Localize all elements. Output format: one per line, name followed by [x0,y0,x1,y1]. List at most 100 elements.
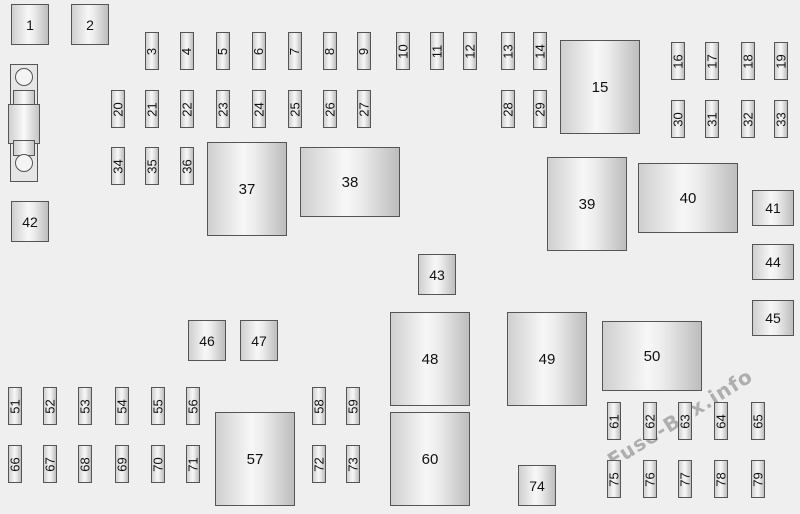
part-label: 2 [86,16,94,33]
fuse-21: 21 [145,90,160,128]
fuse-25: 25 [287,90,303,128]
part-label: 59 [345,398,361,414]
part-label: 28 [500,101,516,117]
part-label: 12 [462,43,478,59]
fuse-28: 28 [500,90,516,128]
block-1: 1 [11,4,49,45]
fuse-3: 3 [144,32,159,70]
fuse-54: 54 [114,387,130,425]
part-label: 62 [642,413,658,429]
part-label: 52 [42,398,58,414]
part-label: 10 [395,43,411,59]
part-label: 79 [750,471,766,487]
part-label: 61 [606,413,622,429]
fuse-76: 76 [642,460,658,498]
part-label: 13 [500,43,516,59]
fuse-62: 62 [642,402,658,440]
fuse-33: 33 [773,100,789,138]
fuse-6: 6 [251,32,266,70]
fuse-55: 55 [150,387,166,425]
fuse-78: 78 [714,460,729,498]
part-label: 17 [704,53,720,69]
fuse-77: 77 [677,460,693,498]
fuse-16: 16 [671,42,686,80]
fuse-72: 72 [312,445,327,483]
part-label: 48 [421,350,439,368]
part-label: 9 [356,47,372,55]
relay-15: 15 [560,40,640,134]
part-label: 20 [110,101,126,117]
part-label: 63 [677,413,693,429]
relay-50: 50 [602,321,702,391]
relay-40: 40 [638,163,738,233]
fuse-22: 22 [180,90,195,128]
part-label: 70 [150,456,166,472]
fuse-63: 63 [677,402,693,440]
fuse-7: 7 [287,32,302,70]
mega-fuse-body [8,104,40,144]
part-label: 1 [26,16,34,33]
fuse-19: 19 [773,42,789,80]
fuse-69: 69 [115,445,130,483]
part-label: 68 [77,456,93,472]
part-label: 40 [679,189,697,207]
fuse-20: 20 [110,90,126,128]
fuse-31: 31 [705,100,720,138]
part-label: 33 [773,111,789,127]
part-label: 26 [322,101,338,117]
fuse-17: 17 [704,42,720,80]
fuse-32: 32 [740,100,756,138]
part-label: 23 [215,101,231,117]
part-label: 32 [740,111,756,127]
block-2: 2 [71,4,109,45]
fuse-51: 51 [8,387,23,425]
block-44: 44 [752,244,794,280]
fuse-12: 12 [462,32,478,70]
part-label: 67 [42,456,58,472]
fuse-27: 27 [356,90,372,128]
fuse-24: 24 [251,90,267,128]
bolt-terminal-icon [15,154,33,172]
fuse-79: 79 [750,460,766,498]
part-label: 19 [773,53,789,69]
fuse-56: 56 [185,387,201,425]
relay-49: 49 [507,312,587,406]
fuse-13: 13 [500,32,516,70]
block-46: 46 [188,320,226,361]
part-label: 30 [670,111,686,127]
part-label: 34 [110,158,126,174]
fuse-10: 10 [395,32,411,70]
fuse-65: 65 [750,402,766,440]
part-label: 8 [322,47,338,55]
part-label: 4 [179,47,195,55]
part-label: 77 [677,471,693,487]
fuse-30: 30 [670,100,686,138]
part-label: 24 [251,101,267,117]
part-label: 76 [642,471,658,487]
part-label: 60 [421,450,439,468]
fuse-8: 8 [322,32,338,70]
fuse-18: 18 [741,42,756,80]
part-label: 54 [114,398,130,414]
part-label: 56 [185,398,201,414]
part-label: 64 [713,413,729,429]
part-label: 15 [591,78,609,96]
fuse-11: 11 [430,32,445,70]
part-label: 27 [356,101,372,117]
block-43: 43 [418,254,456,295]
part-label: 53 [77,398,93,414]
part-label: 47 [251,332,267,349]
relay-60: 60 [390,412,470,506]
part-label: 50 [643,347,661,365]
part-label: 55 [150,398,166,414]
part-label: 25 [287,101,303,117]
block-74: 74 [518,465,556,506]
fuse-75: 75 [607,460,622,498]
part-label: 39 [578,195,596,213]
part-label: 65 [750,413,766,429]
block-42: 42 [11,201,49,242]
relay-48: 48 [390,312,470,406]
fuse-14: 14 [533,32,548,70]
fuse-5: 5 [215,32,230,70]
